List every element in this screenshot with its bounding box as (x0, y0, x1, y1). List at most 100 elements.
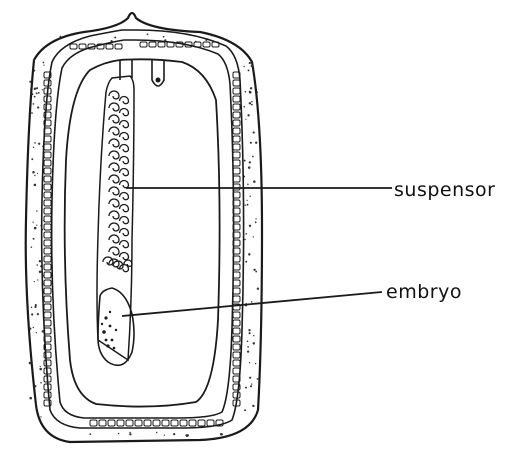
stipple-dot (36, 225, 37, 226)
integument-cell (233, 328, 240, 334)
integument-cell (233, 280, 240, 286)
stipple-dot (31, 158, 33, 160)
stipple-dot (244, 239, 246, 241)
stipple-dot (129, 432, 131, 434)
integument-cell (233, 104, 240, 110)
stipple-dot (249, 377, 251, 379)
stipple-dot (255, 271, 257, 273)
stipple-dot (247, 350, 249, 352)
embryo-label: embryo (386, 281, 462, 303)
integument-cell (44, 256, 51, 262)
stipple-dot (251, 104, 253, 106)
stipple-dot (34, 96, 36, 98)
integument-cell (233, 80, 240, 86)
suspensor-coil (120, 169, 129, 176)
stipple-dot (253, 335, 254, 336)
stipple-dot (114, 37, 116, 39)
stipple-dot (34, 142, 36, 144)
stipple-dot (249, 332, 251, 334)
suspensor-coil (120, 97, 129, 104)
integument-cell (135, 420, 142, 426)
suspensor-coil (120, 157, 129, 164)
stipple-dot (37, 264, 39, 266)
stipple-dot (247, 183, 249, 185)
stipple-dot (247, 204, 249, 206)
stipple-dot (249, 91, 250, 92)
integument-cell (198, 420, 205, 426)
stipple-dot (36, 92, 38, 94)
stipple-dot (255, 221, 257, 223)
integument-cell (233, 136, 240, 142)
stipple-dot (250, 142, 252, 144)
stipple-dot (247, 114, 249, 116)
stipple-dot (248, 166, 251, 169)
stipple-dot (257, 378, 259, 380)
stipple-dot (29, 81, 31, 83)
stipple-dot (33, 59, 35, 61)
stipple-dot (30, 89, 31, 90)
stipple-dot (255, 218, 256, 219)
integument-cell (233, 160, 240, 166)
suspensor-coil (120, 229, 129, 236)
integument-cell (44, 240, 51, 246)
stipple-dot (246, 200, 247, 201)
suspensor-coil (109, 175, 119, 183)
stipple-dot (38, 92, 40, 94)
stipple-dot (248, 329, 250, 331)
stipple-dot (40, 366, 41, 367)
stipple-dot (36, 210, 38, 212)
stipple-dot (245, 205, 246, 206)
stipple-dot (256, 91, 258, 93)
stipple-dot (33, 327, 34, 328)
stipple-dot (255, 142, 257, 144)
stipple-dot (245, 261, 247, 263)
stipple-dot (31, 313, 33, 315)
integument-cell (207, 420, 214, 426)
stipple-dot (38, 143, 40, 145)
suspensor-coil (120, 193, 129, 200)
integument-cell (233, 296, 240, 302)
stipple-dot (244, 160, 246, 162)
integument-cell (189, 420, 196, 426)
integument-cell (106, 44, 113, 49)
stipple-dot (89, 433, 91, 435)
integument-cell (233, 176, 240, 182)
integument-cell (44, 144, 51, 150)
stipple-dot (244, 409, 246, 411)
embryo-leader-line (122, 292, 382, 316)
integument-cell (99, 420, 106, 426)
cell-bulge-dot (156, 78, 161, 83)
stipple-dot (33, 70, 35, 72)
tissue-stipple (29, 33, 259, 437)
integument-cell (149, 42, 156, 47)
stipple-dot (34, 184, 37, 187)
stipple-dot (39, 260, 41, 262)
stipple-dot (43, 64, 44, 65)
stipple-dot (40, 382, 42, 384)
integument-cell (108, 420, 115, 426)
integument-cell (233, 336, 240, 342)
integument-cell (233, 168, 240, 174)
stipple-dot (29, 397, 32, 400)
stipple-dot (33, 147, 34, 148)
integument-cells (44, 42, 240, 426)
stipple-dot (39, 271, 42, 274)
integument-cell (126, 420, 133, 426)
stipple-dot (147, 33, 149, 35)
stipple-dot (253, 236, 254, 237)
stipple-dot (32, 221, 33, 222)
stipple-dot (245, 387, 247, 389)
stipple-dot (34, 87, 37, 90)
suspensor-coil (109, 115, 119, 123)
stipple-dot (33, 238, 35, 240)
integument-cell (44, 80, 51, 86)
integument-cell (162, 420, 169, 426)
stipple-dot (252, 405, 254, 407)
integument-cell (44, 296, 51, 302)
suspensor-coil (109, 235, 119, 243)
integument-cell (44, 280, 51, 286)
integument-cell (70, 44, 77, 49)
suspensor-coil (109, 103, 119, 111)
middle-integument-inner (52, 40, 234, 418)
